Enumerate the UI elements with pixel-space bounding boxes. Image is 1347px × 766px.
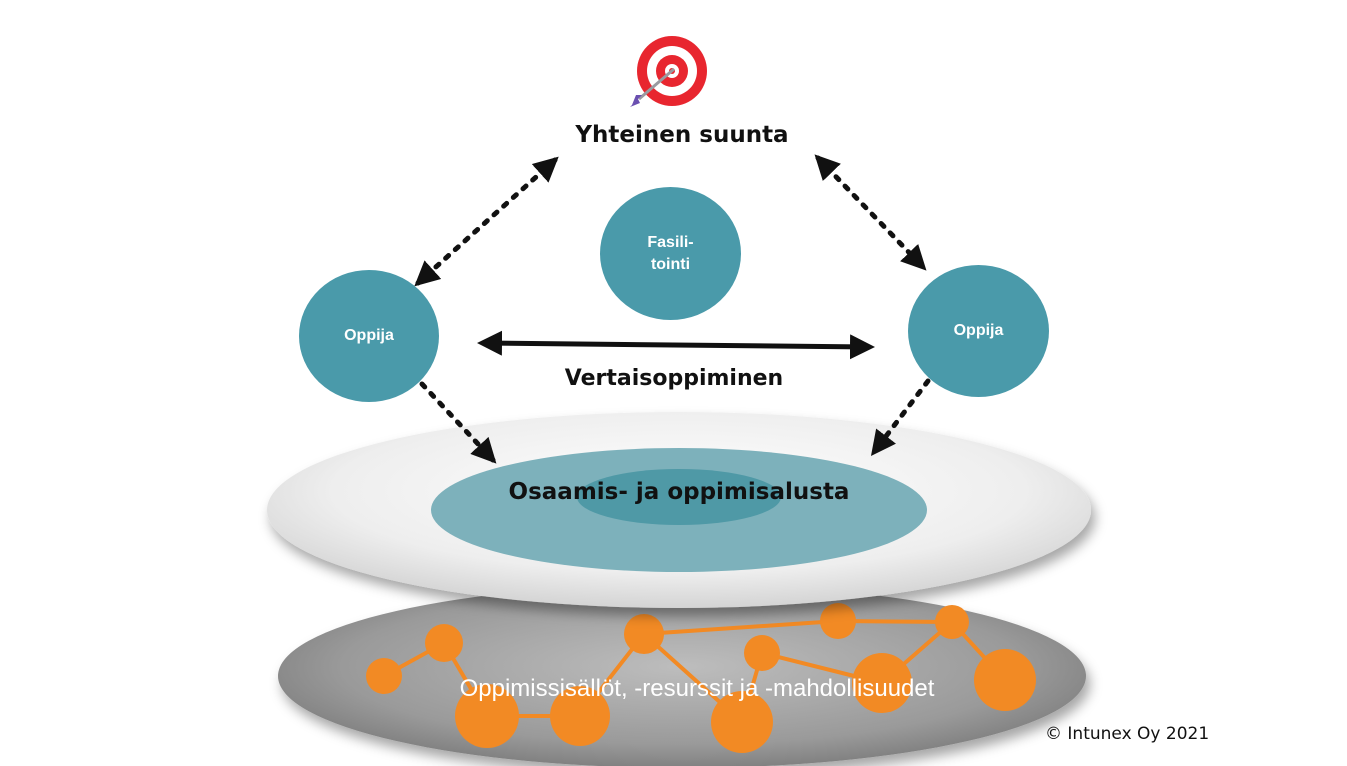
network-node [425, 624, 463, 662]
arrow-top-left [414, 156, 559, 287]
network-node [744, 635, 780, 671]
network-node [550, 686, 610, 746]
network-node [366, 658, 402, 694]
dotted-arrows [414, 154, 931, 464]
network-node [624, 614, 664, 654]
node-facilitation-line1: Fasili- [647, 233, 694, 251]
arrow-top-right [814, 154, 927, 271]
network-node [935, 605, 969, 639]
network-node [455, 684, 519, 748]
platform-core [577, 469, 781, 525]
network-node [974, 649, 1036, 711]
node-facilitation: Fasili- tointi [600, 187, 741, 320]
platform-label: Osaamis- ja oppimisalusta [509, 479, 850, 505]
copyright: © Intunex Oy 2021 [1045, 724, 1210, 744]
network-node [711, 691, 773, 753]
resource-network [366, 603, 1036, 753]
platform-plate [267, 412, 1091, 608]
target-icon [630, 36, 707, 107]
peer-arrow [477, 330, 875, 360]
resources-label: Oppimissisällöt, -resurssit ja -mahdolli… [460, 675, 935, 702]
arrow-right-down [870, 378, 931, 456]
peer-label: Vertaisoppiminen [565, 366, 783, 391]
node-learner-right-label: Oppija [953, 322, 1004, 339]
node-facilitation-line2: tointi [650, 255, 691, 273]
network-node [820, 603, 856, 639]
node-learner-left-label: Oppija [344, 327, 394, 344]
top-label: Yhteinen suunta [574, 122, 788, 148]
node-learner-left: Oppija [299, 270, 439, 402]
arrow-left-down [419, 381, 497, 464]
node-learner-right: Oppija [908, 265, 1049, 397]
network-node [852, 653, 912, 713]
